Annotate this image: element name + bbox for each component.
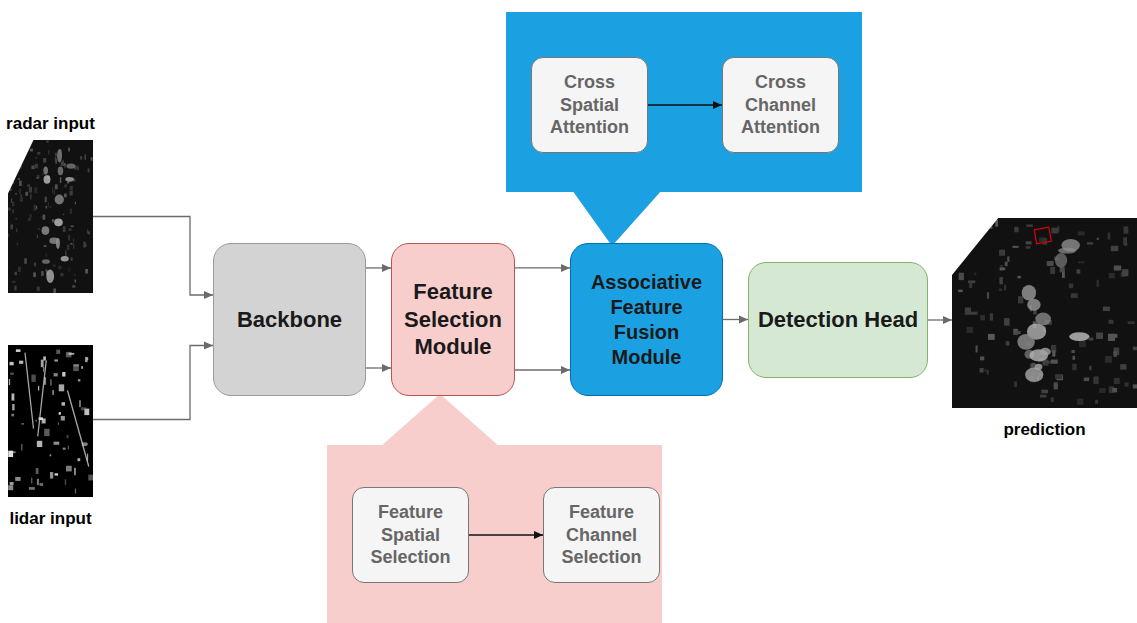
- attention-box: Cross Channel Attention: [722, 57, 839, 153]
- image-caption: lidar input: [9, 508, 91, 529]
- fusion-callout-pointer: [572, 190, 662, 246]
- box-label: Feature Spatial Selection: [361, 501, 460, 569]
- arrow-connector: [469, 534, 543, 536]
- arrow-connector: [366, 367, 391, 368]
- box-label: Feature Channel Selection: [552, 501, 651, 569]
- radar-picture: [8, 140, 93, 293]
- fusion-module-box: Associative Feature Fusion Module: [570, 243, 723, 396]
- selection-box: Feature Channel Selection: [543, 487, 660, 583]
- box-label: Feature Selection Module: [400, 278, 506, 361]
- box-label: Detection Head: [758, 306, 918, 334]
- fusion-callout-panel: [506, 12, 862, 192]
- prediction-image: prediction: [952, 218, 1137, 408]
- box-label: Cross Channel Attention: [731, 71, 830, 139]
- arrow-connector: [515, 267, 570, 268]
- arrow-connector: [93, 346, 213, 420]
- radar-image: radar input: [8, 140, 93, 293]
- arrow-connector: [515, 369, 570, 370]
- arrow-connector: [648, 104, 722, 106]
- image-caption: radar input: [6, 113, 95, 134]
- backbone-box: Backbone: [213, 243, 366, 396]
- arrow-connector: [93, 217, 213, 296]
- arrow-connector: [366, 267, 391, 268]
- attention-box: Cross Spatial Attention: [531, 57, 648, 153]
- arrow-connector: [928, 319, 952, 320]
- detection-head-box: Detection Head: [748, 262, 928, 378]
- box-label: Backbone: [237, 306, 342, 334]
- selection-callout-pointer: [380, 394, 500, 447]
- selection-box: Feature Spatial Selection: [352, 487, 469, 583]
- box-label: Cross Spatial Attention: [540, 71, 639, 139]
- image-caption: prediction: [1003, 419, 1085, 440]
- pred-picture: [952, 218, 1137, 408]
- box-label: Associative Feature Fusion Module: [579, 270, 714, 370]
- selection-callout-panel: [327, 445, 662, 623]
- selection-module-box: Feature Selection Module: [391, 243, 515, 396]
- arrow-connector: [723, 319, 748, 320]
- lidar-picture: [8, 345, 93, 497]
- lidar-image: lidar input: [8, 345, 93, 497]
